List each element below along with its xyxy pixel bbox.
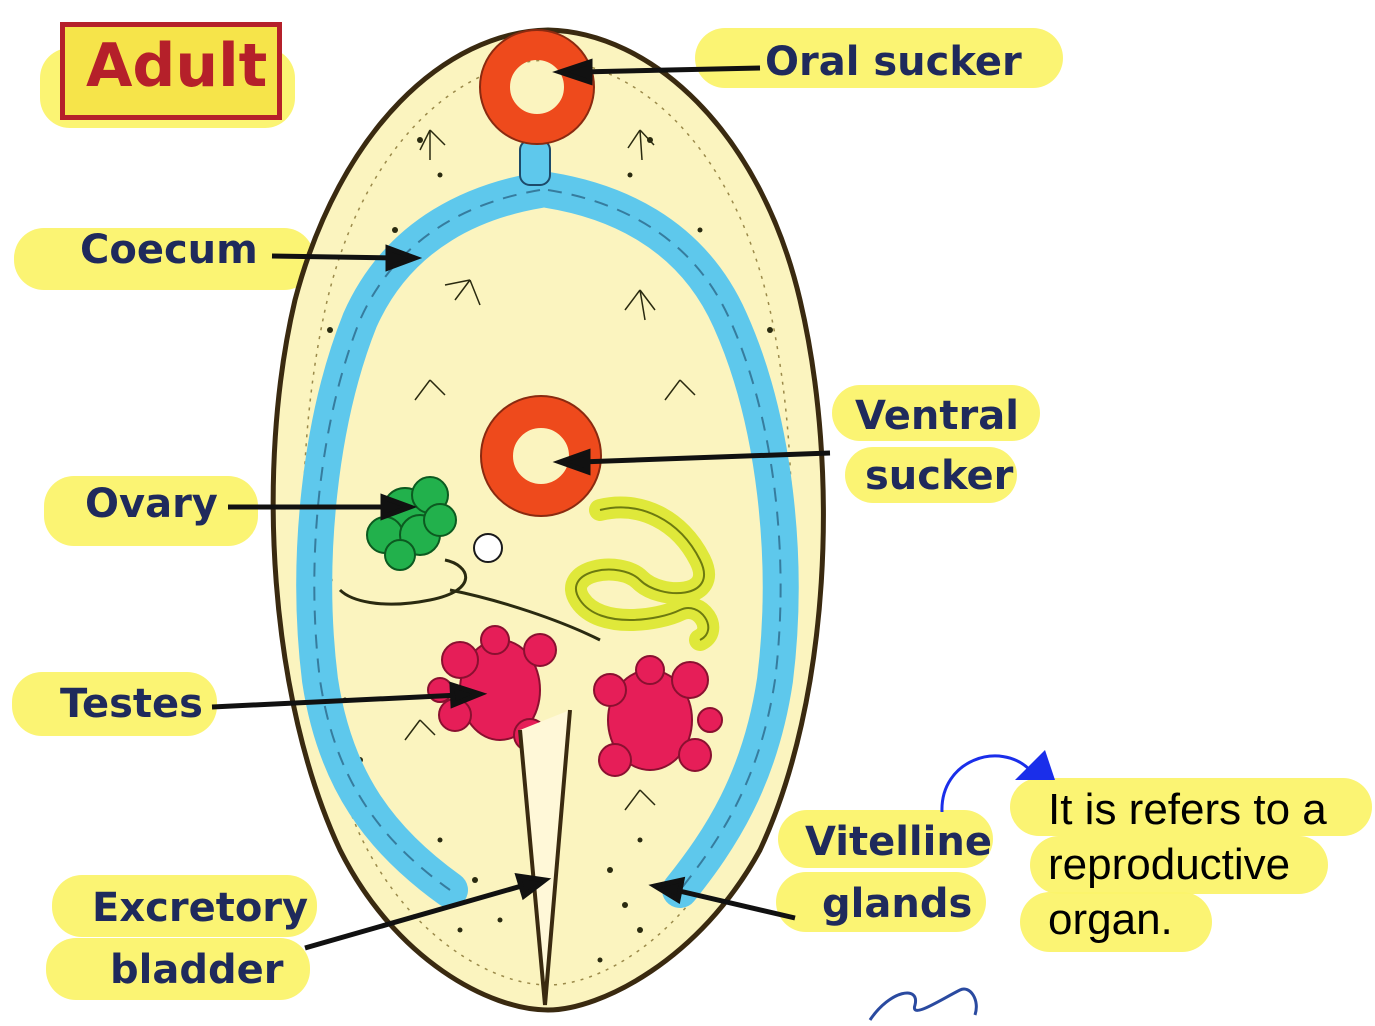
annotation-line-3: organ. bbox=[1048, 898, 1173, 942]
pharynx bbox=[520, 140, 550, 185]
label-ovary: Ovary bbox=[85, 484, 218, 524]
annotation-arrow-head bbox=[1015, 750, 1055, 780]
annotation-arrow-curve bbox=[942, 756, 1030, 812]
annotation-line-1: It is refers to a bbox=[1048, 788, 1327, 832]
label-vitelline-1: Vitelline bbox=[805, 822, 992, 862]
label-ventral-sucker-1: Ventral bbox=[855, 396, 1019, 436]
label-coecum: Coecum bbox=[80, 230, 258, 270]
label-excretory-2: bladder bbox=[110, 950, 283, 990]
label-excretory-1: Excretory bbox=[92, 888, 308, 928]
annotation-line-2: reproductive bbox=[1048, 843, 1290, 887]
label-vitelline-2: glands bbox=[822, 884, 972, 924]
ootype bbox=[474, 534, 502, 562]
label-ventral-sucker-2: sucker bbox=[865, 456, 1013, 496]
label-oral-sucker: Oral sucker bbox=[765, 42, 1022, 82]
label-testes: Testes bbox=[60, 684, 203, 724]
signature-mark bbox=[870, 989, 976, 1020]
testis-right bbox=[594, 656, 722, 776]
